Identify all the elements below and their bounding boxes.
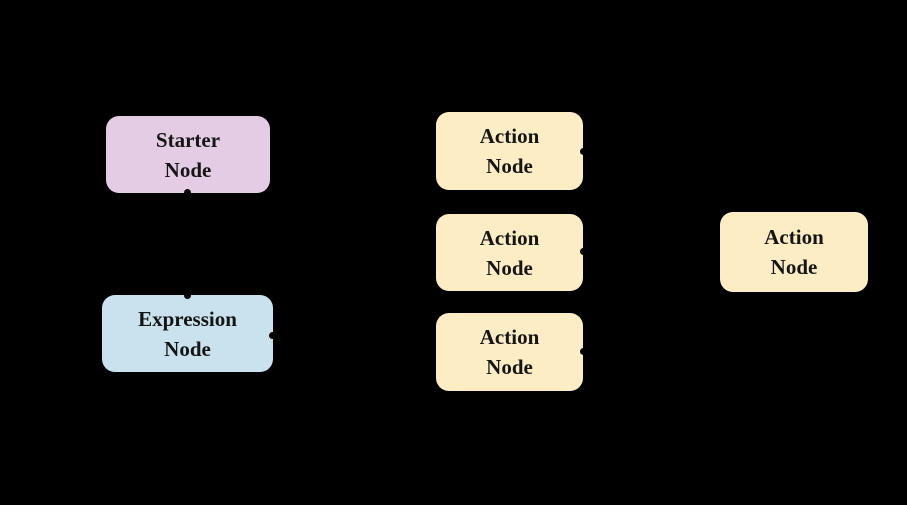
expression-node-label: Expression Node bbox=[138, 306, 237, 361]
starter-node[interactable]: Starter Node bbox=[106, 116, 270, 193]
expression-node-right-handle[interactable] bbox=[269, 332, 276, 339]
action-node-1-right-handle[interactable] bbox=[580, 148, 587, 155]
action-node-right[interactable]: Action Node bbox=[720, 212, 868, 292]
action-node-2[interactable]: Action Node bbox=[436, 214, 583, 291]
action-node-3-label: Action Node bbox=[479, 325, 540, 379]
action-node-1[interactable]: Action Node bbox=[436, 112, 583, 190]
action-node-2-right-handle[interactable] bbox=[580, 248, 587, 255]
action-node-3[interactable]: Action Node bbox=[436, 313, 583, 391]
expression-node[interactable]: Expression Node bbox=[102, 295, 273, 372]
action-node-3-right-handle[interactable] bbox=[580, 348, 587, 355]
starter-node-bottom-handle[interactable] bbox=[184, 189, 191, 196]
starter-node-label: Starter Node bbox=[155, 127, 221, 182]
action-node-2-label: Action Node bbox=[479, 225, 540, 280]
action-node-right-label: Action Node bbox=[764, 225, 824, 279]
action-node-1-label: Action Node bbox=[479, 124, 540, 178]
expression-node-top-handle[interactable] bbox=[184, 292, 191, 299]
